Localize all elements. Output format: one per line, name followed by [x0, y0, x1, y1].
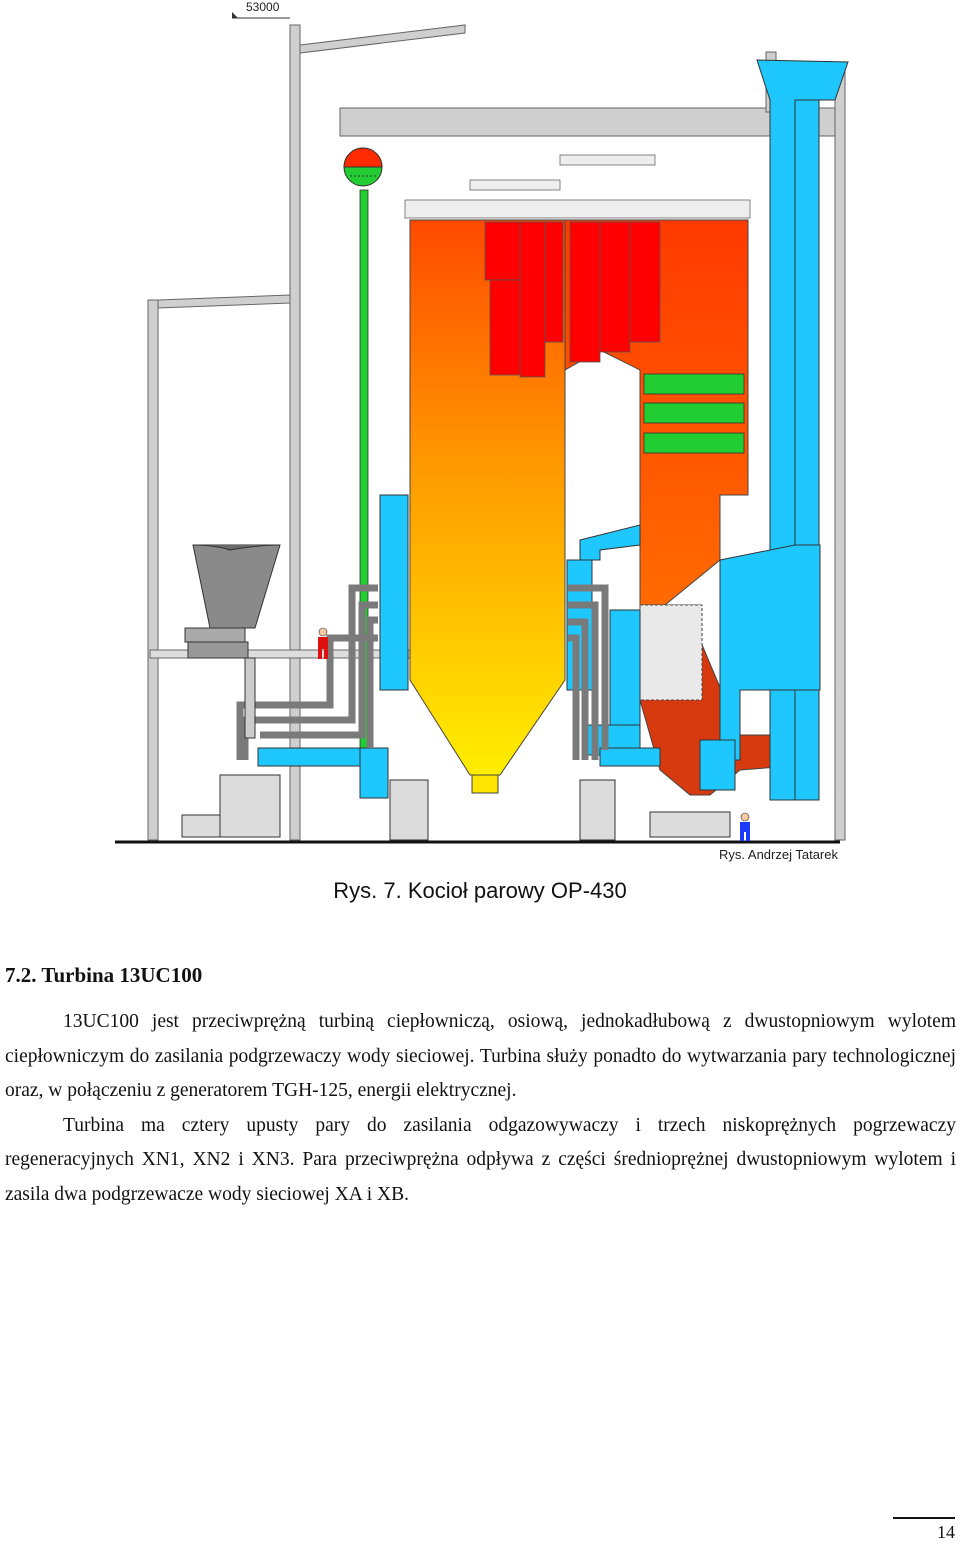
section-heading: 7.2. Turbina 13UC100 — [5, 963, 203, 987]
page-number: 14 — [937, 1522, 955, 1542]
burner-pipes-right — [568, 584, 609, 760]
worker-figure-right — [740, 812, 750, 841]
worker-figure-left — [318, 627, 328, 659]
air-preheater-core — [639, 604, 703, 701]
furnace-outlet — [471, 774, 499, 794]
coal-mill — [181, 774, 731, 841]
figure-credit: Rys. Andrzej Tatarek — [719, 847, 838, 862]
economizer-blocks — [643, 373, 745, 454]
superheater-panels — [484, 221, 661, 378]
figure-caption: Rys. 7. Kocioł parowy OP-430 — [333, 878, 627, 903]
coal-bunker — [184, 544, 281, 739]
roof-hatches — [404, 154, 751, 219]
boiler-diagram: 53000 — [115, 0, 849, 844]
steam-drum — [343, 147, 383, 187]
elevation-label: 53000 — [246, 0, 280, 14]
burner-pipes-left — [236, 584, 378, 760]
paragraph: Turbina ma cztery upusty pary do zasilan… — [5, 1114, 956, 1205]
paragraph: 13UC100 jest przeciwprężną turbiną ciepł… — [5, 1011, 956, 1101]
elevation-marker: 53000 — [232, 0, 290, 19]
section-body: 13UC100 jest przeciwprężną turbiną ciepł… — [5, 1005, 956, 1212]
footer-rule — [893, 1517, 955, 1519]
